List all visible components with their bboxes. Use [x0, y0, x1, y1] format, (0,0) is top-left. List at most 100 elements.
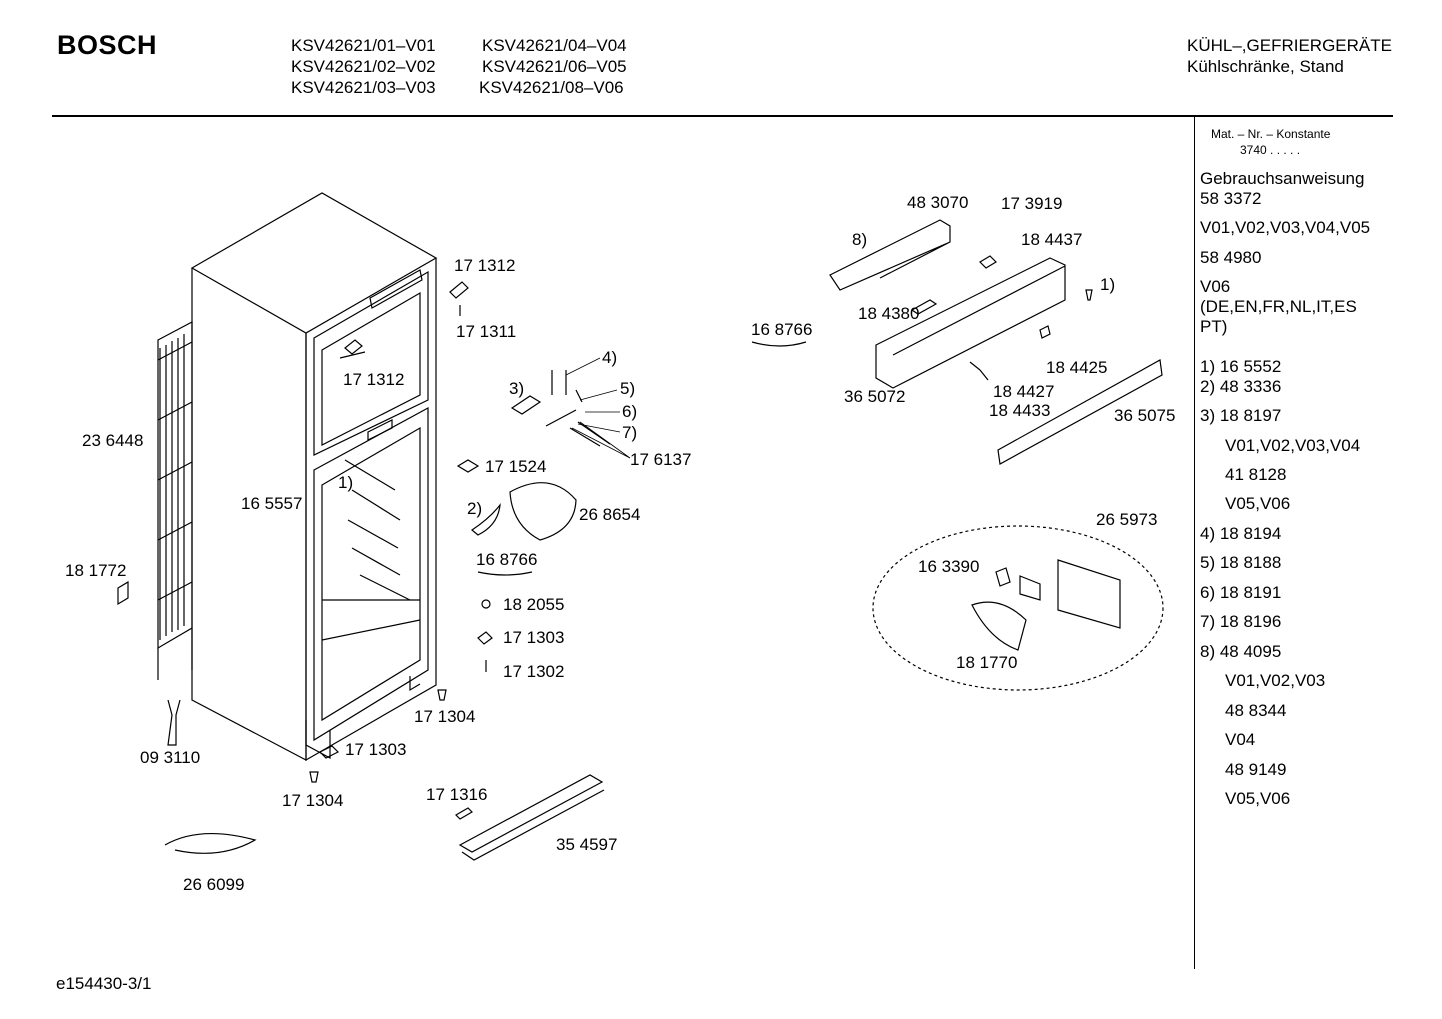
- part-label: 17 1303: [503, 628, 565, 647]
- part-label: 18 4433: [989, 401, 1051, 420]
- manual-block: Gebrauchsanweisung 58 3372: [1200, 169, 1364, 209]
- fan-blade: [971, 601, 1027, 651]
- small-cover: [455, 807, 473, 820]
- note-item: 6) 18 8191: [1200, 583, 1282, 602]
- manual-languages: V06 (DE,EN,FR,NL,IT,ES PT): [1200, 277, 1357, 337]
- manual-variant: V06: [1200, 277, 1231, 296]
- part-label: 16 8766: [476, 550, 538, 569]
- part-label: 17 1311: [456, 322, 517, 341]
- fan-shroud: [470, 502, 501, 536]
- clip-part: [477, 631, 493, 672]
- note-marker: 5): [620, 379, 636, 398]
- control-strip: [997, 359, 1163, 465]
- note-item: 48 8344: [1225, 701, 1287, 720]
- small-module: [910, 299, 938, 315]
- part-label: 18 4427: [993, 382, 1055, 401]
- part-label: 16 5557: [241, 494, 303, 513]
- manual-variants: V01,V02,V03,V04,V05: [1200, 218, 1371, 237]
- fan-hub: [995, 567, 1041, 601]
- part-label: 16 3390: [918, 557, 980, 576]
- part-label: 18 4380: [858, 304, 920, 323]
- manual-title: Gebrauchsanweisung: [1200, 169, 1365, 188]
- hinge-part: [339, 339, 366, 359]
- note-marker: 1): [338, 473, 354, 492]
- model-number: KSV42621/04–V04: [482, 36, 627, 55]
- note-variant: V01,V02,V03: [1225, 671, 1326, 690]
- model-list-col2: KSV42621/04–V04 KSV42621/06–V05 KSV42621…: [479, 35, 627, 98]
- note-variant: V01,V02,V03,V04: [1225, 436, 1361, 455]
- part-label: 17 1312: [343, 370, 405, 389]
- toe-kick-grille: [458, 774, 605, 861]
- fridge-cabinet: [190, 192, 438, 762]
- product-category: KÜHL–,GEFRIERGERÄTE Kühlschränke, Stand: [1187, 35, 1392, 77]
- model-number: KSV42621/02–V02: [291, 57, 436, 76]
- part-label: 23 6448: [82, 431, 144, 450]
- part-label: 36 5075: [1114, 406, 1176, 425]
- control-panel: [875, 257, 1066, 389]
- note-marker: 3): [509, 379, 525, 398]
- note-item: 4) 18 8194: [1200, 524, 1282, 543]
- note-variant: V05,V06: [1225, 789, 1291, 808]
- manual-language-list: (DE,EN,FR,NL,IT,ES: [1200, 297, 1357, 316]
- model-number: KSV42621/08–V06: [479, 78, 624, 97]
- knob: [969, 325, 1051, 381]
- category-subtitle: Kühlschränke, Stand: [1187, 57, 1344, 76]
- part-label: 17 1524: [485, 457, 547, 476]
- condenser-coil: [157, 321, 193, 680]
- mat-number-value: 3740 . . . . .: [1240, 143, 1301, 157]
- brand-logo: BOSCH: [57, 30, 158, 60]
- thermostat-bracket: [510, 395, 542, 415]
- part-label: 18 4437: [1021, 230, 1083, 249]
- manual-language-list: PT): [1200, 317, 1228, 336]
- part-label: 17 1303: [345, 740, 407, 759]
- fan-assembly-outline: [872, 525, 1164, 691]
- exploded-parts-drawing: [117, 192, 1164, 861]
- part-label: 18 2055: [503, 595, 565, 614]
- part-label: 26 8654: [579, 505, 641, 524]
- model-number: KSV42621/01–V01: [291, 36, 436, 55]
- note-variant: V05,V06: [1225, 494, 1291, 513]
- fan-motor: [1057, 559, 1121, 629]
- note-item: 8) 48 4095: [1200, 642, 1282, 661]
- manual-number: 58 4980: [1200, 248, 1262, 267]
- model-number: KSV42621/06–V05: [482, 57, 627, 76]
- leader-line: [565, 357, 631, 459]
- part-label: 17 1316: [426, 785, 488, 804]
- note-item: 3) 18 8197: [1200, 406, 1282, 425]
- part-label: 35 4597: [556, 835, 618, 854]
- power-cord: [164, 833, 257, 854]
- part-label: 18 1770: [956, 653, 1018, 672]
- part-label: 48 3070: [907, 193, 969, 212]
- part-label: 17 1304: [414, 707, 476, 726]
- sidebar-divider: [1194, 117, 1195, 969]
- part-label: 17 3919: [1001, 194, 1063, 213]
- grommet: [481, 599, 491, 609]
- screw: [309, 689, 447, 783]
- part-label: 18 1772: [65, 561, 127, 580]
- note-item: 41 8128: [1225, 465, 1287, 484]
- part-label: 17 1302: [503, 662, 565, 681]
- note-item: 1) 16 5552: [1200, 357, 1282, 376]
- part-label: 17 1312: [454, 256, 516, 275]
- note-marker: 1): [1100, 275, 1116, 294]
- model-number: KSV42621/03–V03: [291, 78, 436, 97]
- manual-number: 58 3372: [1200, 189, 1262, 208]
- part-label: 18 4425: [1046, 358, 1108, 377]
- part-label: 16 8766: [751, 320, 813, 339]
- electronics-module: [829, 219, 951, 291]
- connector: [979, 255, 997, 269]
- note-marker: 8): [852, 230, 868, 249]
- clip-part: [117, 580, 129, 606]
- header-divider: [52, 115, 1393, 117]
- category-title: KÜHL–,GEFRIERGERÄTE: [1187, 36, 1392, 55]
- part-label: 36 5072: [844, 387, 906, 406]
- lamp-cover: [456, 459, 480, 473]
- part-label: 17 1304: [282, 791, 344, 810]
- note-marker: 2): [467, 499, 483, 518]
- screw: [1085, 289, 1093, 301]
- note-item: 5) 18 8188: [1200, 553, 1282, 572]
- note-marker: 7): [622, 423, 638, 442]
- note-item: 48 9149: [1225, 760, 1287, 779]
- part-label: 26 6099: [183, 875, 245, 894]
- thermostat-parts: [545, 370, 611, 447]
